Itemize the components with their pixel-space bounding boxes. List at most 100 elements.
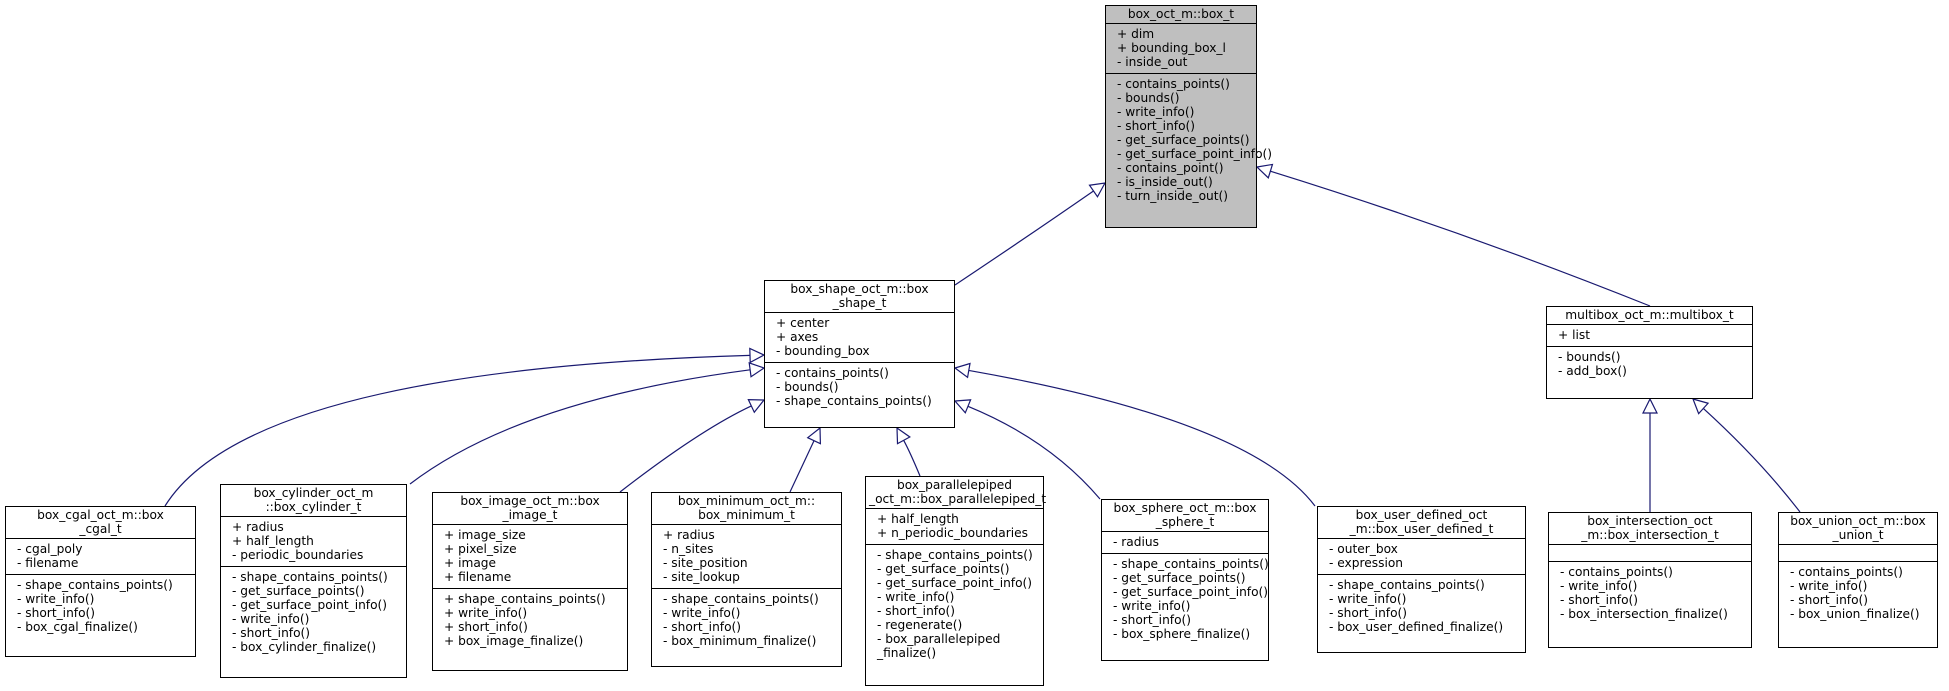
class-multibox-t[interactable]: multibox_oct_m::multibox_t + list - boun… — [1546, 306, 1753, 399]
class-box-intersection-t[interactable]: box_intersection_oct _m::box_intersectio… — [1548, 512, 1752, 648]
inheritance-edge — [967, 405, 1101, 500]
method-section: - shape_contains_points()- get_surface_p… — [1102, 554, 1269, 645]
class-member: - get_surface_point_info() — [1113, 585, 1269, 599]
class-member: + image — [444, 556, 497, 570]
inheritance-arrowhead — [1255, 163, 1274, 179]
class-member: - shape_contains_points() — [1329, 578, 1485, 592]
class-member: - site_lookup — [663, 570, 740, 584]
inheritance-arrowhead — [1642, 397, 1658, 414]
class-member: + center — [776, 316, 830, 330]
class-member: + dim — [1117, 27, 1155, 41]
class-member: - get_surface_point_info() — [1117, 147, 1273, 161]
class-box-sphere-t[interactable]: box_sphere_oct_m::box _sphere_t - radius… — [1101, 499, 1269, 661]
class-member: - box_minimum_finalize() — [663, 634, 817, 648]
class-title: box_oct_m::box_t — [1106, 6, 1256, 24]
class-member: + image_size — [444, 528, 526, 542]
class-member: - short_info() — [1113, 613, 1192, 627]
class-box-t[interactable]: box_oct_m::box_t + dim+ bounding_box_l- … — [1105, 5, 1273, 228]
class-member: - box_intersection_finalize() — [1560, 607, 1728, 621]
class-member: - get_surface_points() — [232, 584, 365, 598]
attribute-section: + half_length+ n_periodic_boundaries — [866, 509, 1043, 545]
class-member: + bounding_box_l — [1117, 41, 1226, 55]
class-member: - box_cgal_finalize() — [17, 620, 138, 634]
class-box-image-t[interactable]: box_image_oct_m::box _image_t + image_si… — [432, 492, 628, 671]
class-member: - inside_out — [1117, 55, 1188, 69]
method-section: - contains_points()- bounds()- write_inf… — [1106, 74, 1273, 207]
class-member: - short_info() — [17, 606, 96, 620]
class-member: + shape_contains_points() — [444, 592, 606, 606]
attribute-section: + radius- n_sites- site_position- site_l… — [652, 525, 841, 589]
inheritance-arrowhead — [953, 362, 971, 379]
class-member: - shape_contains_points() — [877, 548, 1033, 562]
class-member: - bounding_box — [776, 344, 870, 358]
class-member: - periodic_boundaries — [232, 548, 364, 562]
class-member: - cgal_poly — [17, 542, 83, 556]
class-member: - is_inside_out() — [1117, 175, 1213, 189]
class-member: + half_length — [877, 512, 959, 526]
class-member: - write_info() — [1329, 592, 1407, 606]
class-member: - short_info() — [663, 620, 742, 634]
class-member: - write_info() — [17, 592, 95, 606]
class-member: - short_info() — [1790, 593, 1869, 607]
class-member: + half_length — [232, 534, 314, 548]
class-member: - bounds() — [1117, 91, 1180, 105]
class-title: box_cylinder_oct_m ::box_cylinder_t — [221, 485, 406, 517]
method-section: - shape_contains_points()- get_surface_p… — [221, 567, 406, 658]
class-member: - box_union_finalize() — [1790, 607, 1920, 621]
class-member: + filename — [444, 570, 512, 584]
class-box-minimum-t[interactable]: box_minimum_oct_m:: box_minimum_t + radi… — [651, 492, 842, 667]
class-box-cgal-t[interactable]: box_cgal_oct_m::box _cgal_t - cgal_poly-… — [5, 506, 196, 657]
class-box-parallelepiped-t[interactable]: box_parallelepiped _oct_m::box_parallele… — [865, 476, 1046, 686]
inheritance-edge — [968, 369, 1316, 507]
inheritance-arrowhead — [1088, 182, 1107, 198]
method-section: - contains_points()- write_info()- short… — [1779, 562, 1937, 625]
attribute-section: - outer_box- expression — [1318, 539, 1525, 575]
class-member: - short_info() — [1560, 593, 1639, 607]
class-member: + radius — [663, 528, 715, 542]
class-member: - get_surface_points() — [1117, 133, 1250, 147]
class-member: + list — [1558, 328, 1590, 342]
method-section: - shape_contains_points()- write_info()-… — [652, 589, 841, 652]
attribute-section: + dim+ bounding_box_l- inside_out — [1106, 24, 1256, 74]
class-member: - shape_contains_points() — [17, 578, 173, 592]
method-section: - bounds()- add_box() — [1547, 347, 1752, 382]
class-member: - regenerate() — [877, 618, 963, 632]
class-member: + box_image_finalize() — [444, 634, 584, 648]
class-box-cylinder-t[interactable]: box_cylinder_oct_m ::box_cylinder_t + ra… — [220, 484, 407, 678]
class-member: - turn_inside_out() — [1117, 189, 1229, 203]
attribute-section: + center+ axes- bounding_box — [765, 313, 954, 363]
class-member: - shape_contains_points() — [663, 592, 819, 606]
attribute-section: - cgal_poly- filename — [6, 539, 195, 575]
inheritance-edge — [164, 354, 751, 507]
class-member: - write_info() — [232, 612, 310, 626]
method-section: - contains_points()- bounds()- shape_con… — [765, 363, 954, 412]
class-member: - short_info() — [877, 604, 956, 618]
class-member: - box_sphere_finalize() — [1113, 627, 1251, 641]
class-member: - contains_point() — [1117, 161, 1224, 175]
class-title: multibox_oct_m::multibox_t — [1547, 307, 1752, 325]
inheritance-edge — [1702, 407, 1801, 513]
class-member: - site_position — [663, 556, 748, 570]
attribute-section: + list — [1547, 325, 1752, 347]
class-member: - expression — [1329, 556, 1404, 570]
class-member: - get_surface_point_info() — [877, 576, 1033, 590]
inheritance-edge — [619, 405, 752, 493]
class-member: - n_sites — [663, 542, 714, 556]
method-section: - shape_contains_points()- write_info()-… — [1318, 575, 1525, 638]
class-member: - get_surface_points() — [1113, 571, 1246, 585]
class-member: + pixel_size — [444, 542, 517, 556]
class-member: - write_info() — [1790, 579, 1868, 593]
class-member: - shape_contains_points() — [232, 570, 388, 584]
class-member: - shape_contains_points() — [776, 394, 932, 408]
inheritance-arrowhead — [749, 347, 766, 364]
inheritance-arrowhead — [747, 398, 766, 414]
inheritance-edge — [903, 440, 921, 477]
attribute-section: + radius+ half_length- periodic_boundari… — [221, 517, 406, 567]
class-member: - write_info() — [877, 590, 955, 604]
class-box-union-t[interactable]: box_union_oct_m::box _union_t - contains… — [1778, 512, 1938, 648]
class-member: - contains_points() — [1560, 565, 1673, 579]
class-box-user-defined-t[interactable]: box_user_defined_oct _m::box_user_define… — [1317, 506, 1526, 653]
class-member: + n_periodic_boundaries — [877, 526, 1028, 540]
class-box-shape-t[interactable]: box_shape_oct_m::box _shape_t + center+ … — [764, 280, 955, 428]
class-member: - bounds() — [776, 380, 839, 394]
